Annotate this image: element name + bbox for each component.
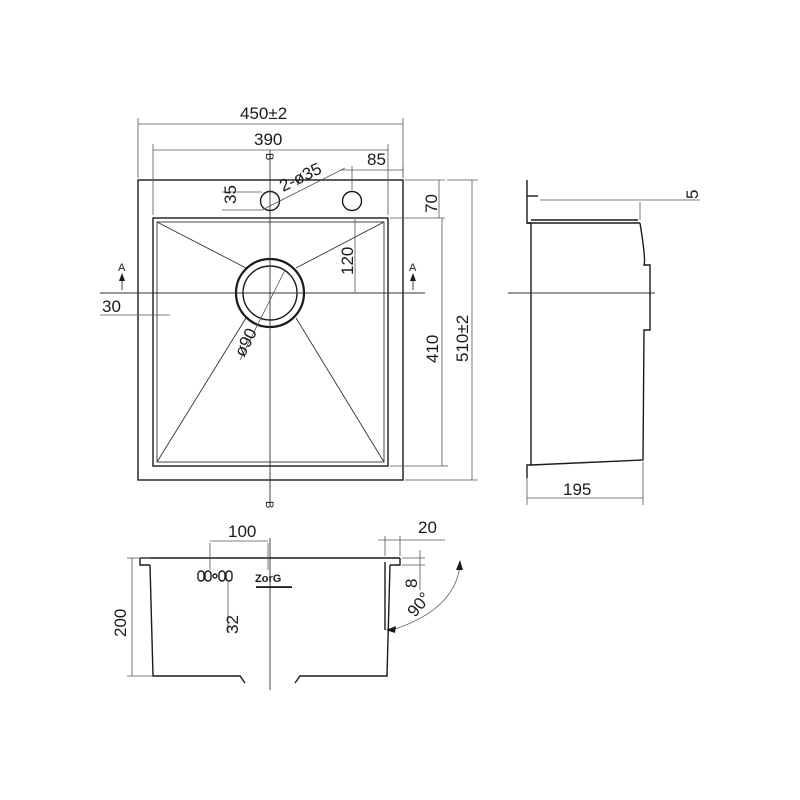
- front-view: ZorG ▬▬▬▬▬▬ 100 32 200 20 8 90°: [111, 518, 463, 690]
- dim-hole-offset: 85: [367, 150, 386, 169]
- dim-drain-offset: 120: [338, 247, 357, 275]
- overflow-slot-4: [225, 570, 233, 582]
- dim-angle: 90°: [404, 589, 435, 621]
- sink-outline: [137, 179, 404, 481]
- faucet-hole-right: [341, 190, 363, 212]
- section-mark-top: B: [263, 153, 275, 160]
- dim-overall-width: 450±2: [240, 104, 287, 123]
- dim-hole-height: 35: [221, 185, 240, 204]
- dim-lip-height: 8: [402, 579, 421, 588]
- section-mark-left: A: [118, 262, 126, 274]
- overflow-slot-3: [218, 570, 226, 582]
- dim-side-depth: 195: [563, 480, 591, 499]
- overflow-slot-2: [204, 570, 212, 582]
- dim-inner-width: 390: [254, 130, 282, 149]
- top-view: A A B B 450±2 390 85 2-ø35 35 70 120: [100, 104, 478, 508]
- dim-bowl-height: 410: [423, 335, 442, 363]
- overflow-dot: [212, 573, 218, 579]
- dim-drain-diameter: ø90: [231, 325, 261, 360]
- section-mark-bottom: B: [263, 501, 275, 508]
- overflow-slot-1: [197, 570, 205, 582]
- dim-bowl-depth: 200: [111, 609, 130, 637]
- brand-logo: ZorG: [255, 573, 281, 585]
- section-mark-right: A: [409, 262, 417, 274]
- dim-flange-thickness: 5: [683, 190, 702, 199]
- dim-lip-width: 20: [418, 518, 437, 537]
- dim-overflow-spacing: 100: [228, 522, 256, 541]
- dim-overflow-height: 32: [223, 615, 242, 634]
- dim-flange-offset: 70: [422, 194, 441, 213]
- bowl-outline: [152, 217, 389, 467]
- brand-subtitle: ▬▬▬▬▬▬: [256, 584, 292, 590]
- dim-overall-height: 510±2: [453, 315, 472, 362]
- dim-side-margin: 30: [102, 297, 121, 316]
- bowl-inner-outline: [156, 221, 385, 463]
- side-view: 5 195: [508, 180, 702, 505]
